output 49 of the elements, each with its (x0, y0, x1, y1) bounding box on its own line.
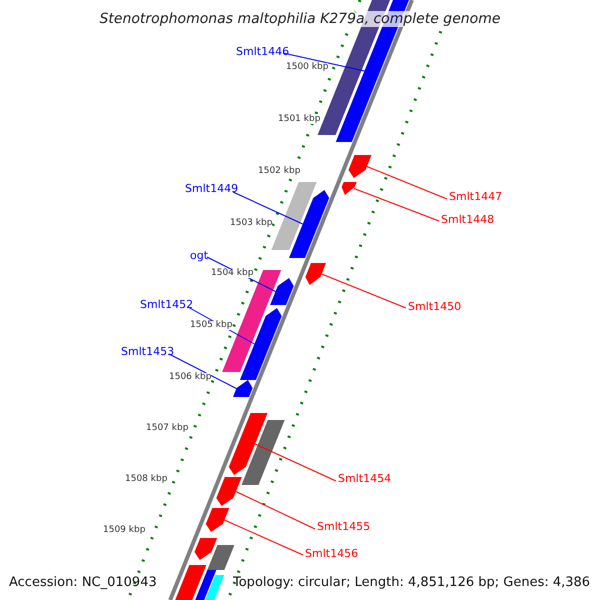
leader-line (235, 491, 316, 530)
gene-feature (195, 570, 216, 600)
leader-line (321, 274, 406, 308)
leader-line (168, 354, 237, 389)
title: Stenotrophomonas maltophilia K279a, complete genome (100, 11, 500, 27)
gene-label: Smlt1452 (140, 299, 194, 310)
leader-line (366, 166, 448, 200)
gene-feature (240, 308, 282, 380)
accession-text: Accession: NC_010943 (9, 576, 157, 589)
gene-label: ogt (190, 250, 208, 261)
leader-line (224, 520, 304, 556)
gene-feature (175, 565, 206, 600)
leader-line (354, 188, 440, 222)
gene-feature (342, 182, 357, 195)
gene-feature (270, 278, 294, 305)
gene-label: Smlt1449 (185, 183, 238, 194)
gene-feature (242, 420, 285, 485)
gene-label: Smlt1456 (305, 548, 358, 559)
position-tick-label: 1504 kbp (211, 269, 254, 278)
gene-feature (305, 263, 326, 285)
position-tick-label: 1509 kbp (103, 526, 146, 535)
genome-info-text: Topology: circular; Length: 4,851,126 bp; Genes: 4,386 (233, 576, 590, 589)
position-tick-label: 1501 kbp (278, 115, 320, 124)
gene-feature (348, 155, 372, 178)
position-tick-label: 1502 kbp (258, 167, 300, 176)
gene-feature (194, 538, 218, 560)
leader-line (232, 192, 304, 224)
gene-label: Smlt1447 (449, 191, 502, 202)
gene-feature (289, 190, 330, 258)
gene-label: Smlt1446 (236, 46, 290, 57)
leader-line (254, 444, 336, 482)
gene-feature (233, 380, 253, 397)
position-tick-label: 1508 kbp (125, 475, 168, 484)
gene-label: Smlt1448 (441, 214, 494, 225)
leader-line (282, 52, 365, 72)
position-tick-label: 1500 kbp (286, 63, 328, 72)
gene-feature (206, 508, 230, 532)
gene-label: Smlt1450 (408, 301, 462, 312)
position-tick-label: 1505 kbp (190, 321, 232, 330)
gene-feature (207, 545, 234, 570)
gene-label: Smlt1454 (338, 473, 392, 484)
gene-feature (271, 182, 317, 250)
gene-feature (228, 413, 268, 475)
position-tick-label: 1507 kbp (146, 424, 188, 433)
position-tick-label: 1503 kbp (230, 219, 272, 228)
position-tick-label: 1506 kbp (169, 373, 212, 382)
gene-label: Smlt1453 (121, 346, 174, 357)
gene-label: Smlt1455 (317, 521, 370, 532)
gene-feature (216, 477, 242, 506)
